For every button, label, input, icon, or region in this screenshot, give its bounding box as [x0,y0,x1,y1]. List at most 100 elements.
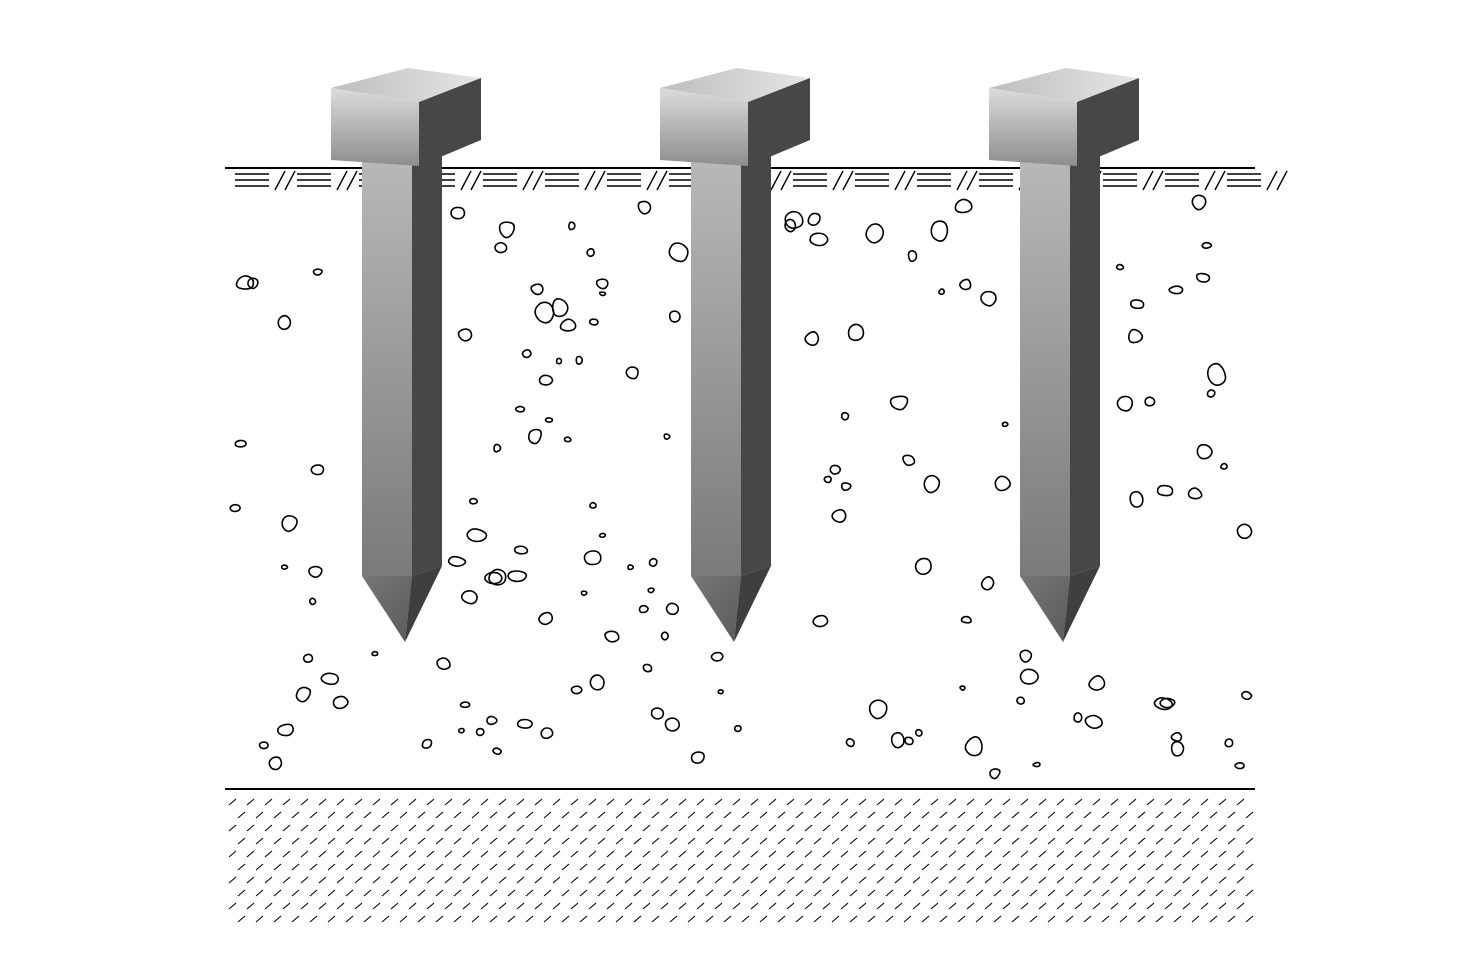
stone [516,718,533,729]
hatch-mark [984,798,993,806]
hatch-mark [1119,915,1128,923]
stone [1129,490,1144,508]
hatch-mark [1011,863,1020,871]
hatch-mark [714,798,723,806]
stone [563,436,572,443]
hatch-mark [642,850,651,858]
pile-cap-front [660,88,748,166]
hatch-mark [939,889,948,897]
hatch-mark [1200,850,1209,858]
hatch-mark [372,876,381,884]
hatch-mark [1011,811,1020,819]
hatch-mark [516,876,525,884]
hatch-mark [750,902,759,910]
hatch-mark [435,863,444,871]
hatch-mark [498,876,507,884]
hatch-mark [570,824,579,832]
hatch-mark [246,850,255,858]
hatch-mark [408,876,417,884]
hatch-mark [822,824,831,832]
hatch-mark [345,811,354,819]
hatch-mark [561,915,570,923]
hatch-mark [939,811,948,819]
hatch-mark [930,902,939,910]
hatch-mark [525,837,534,845]
hatch-mark [921,811,930,819]
hatch-mark [957,889,966,897]
hatch-mark [768,876,777,884]
stone [625,366,639,380]
hatch-mark [1200,902,1209,910]
hatch-mark [903,915,912,923]
hatch-mark [849,837,858,845]
hatch-mark [1191,863,1200,871]
hatch-mark [804,850,813,858]
stone [1019,649,1033,663]
hatch-mark [867,811,876,819]
stone [650,707,665,720]
hatch-mark [921,889,930,897]
hatch-mark [570,902,579,910]
hatch-mark [1209,811,1218,819]
stone [570,685,583,695]
hatch-mark [768,824,777,832]
hatch-mark [525,889,534,897]
stone [460,590,478,605]
hatch-mark [372,824,381,832]
hatch-mark [714,850,723,858]
stone [959,278,972,291]
hatch-mark [444,876,453,884]
stone [475,727,485,737]
hatch-mark [1191,811,1200,819]
hatch-mark [264,824,273,832]
hatch-mark [426,876,435,884]
ground-hatch [460,170,472,191]
hatch-mark [831,915,840,923]
hatch-mark [948,876,957,884]
hatch-mark [444,902,453,910]
hatch-mark [903,889,912,897]
stone [1153,697,1174,711]
hatch-mark [1209,915,1218,923]
hatch-mark [1128,902,1137,910]
stone [964,736,983,757]
hatch-mark [876,798,885,806]
hatch-mark [759,811,768,819]
hatch-mark [930,876,939,884]
hatch-mark [300,902,309,910]
hatch-mark [606,850,615,858]
hatch-mark [1101,915,1110,923]
hatch-mark [1056,824,1065,832]
hatch-mark [561,837,570,845]
hatch-mark [1092,876,1101,884]
hatch-mark [1056,876,1065,884]
hatch-mark [246,798,255,806]
hatch-mark [1137,837,1146,845]
hatch-mark [714,824,723,832]
hatch-mark [363,863,372,871]
hatch-mark [687,863,696,871]
stone [559,318,577,332]
ground-hatch [1204,170,1216,191]
hatch-mark [417,837,426,845]
stone [823,475,832,484]
hatch-mark [624,798,633,806]
hatch-mark [948,902,957,910]
stone [598,532,607,539]
hatch-mark [1065,811,1074,819]
hatch-mark [993,811,1002,819]
hatch-mark [228,876,237,884]
hatch-mark [390,902,399,910]
hatch-mark [903,863,912,871]
pile-2 [660,68,810,642]
hatch-mark [615,889,624,897]
hatch-mark [1128,850,1137,858]
hatch-mark [399,889,408,897]
hatch-mark [876,824,885,832]
ground-hatch [274,170,286,191]
hatch-mark [939,915,948,923]
hatch-mark [840,798,849,806]
hatch-mark [255,915,264,923]
ground-hatch [1266,170,1278,191]
hatch-mark [255,863,264,871]
